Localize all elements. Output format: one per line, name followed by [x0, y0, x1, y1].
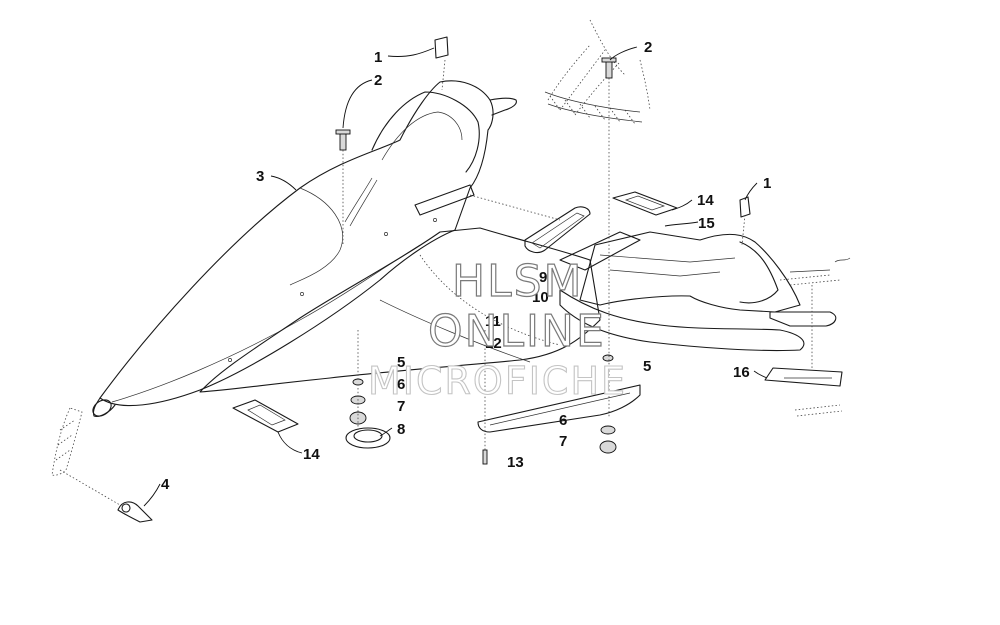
callout-6-left: 6 [397, 376, 405, 393]
callout-2-left: 2 [374, 72, 382, 89]
callout-16: 16 [733, 364, 750, 381]
watermark-line-1: HLSM [452, 256, 584, 307]
callout-8: 8 [397, 421, 405, 438]
callout-5-right: 5 [643, 358, 651, 375]
callout-10: 10 [532, 289, 549, 306]
storage-tray [524, 206, 851, 417]
callout-14-top: 14 [697, 192, 714, 209]
callout-4: 4 [161, 476, 170, 493]
callout-1-right: 1 [763, 175, 771, 192]
callout-3: 3 [256, 168, 264, 185]
callout-7-left: 7 [397, 398, 405, 415]
frame-section [544, 19, 651, 125]
callout-13: 13 [507, 454, 524, 471]
callout-7-right: 7 [559, 433, 567, 450]
callouts: 1 2 2 3 14 1 15 9 10 11 12 5 6 7 8 14 5 … [161, 39, 771, 493]
seat-body [92, 80, 601, 417]
rear-bracket [477, 384, 641, 433]
watermark-line-2: ONLINE [428, 306, 606, 357]
callout-15: 15 [698, 215, 715, 232]
watermark-line-3: MICROFICHE [368, 359, 627, 403]
callout-6-right: 6 [559, 412, 567, 429]
callout-5-left: 5 [397, 354, 405, 371]
callout-14-bottom: 14 [303, 446, 320, 463]
callout-1-top: 1 [374, 49, 382, 66]
callout-2-right: 2 [644, 39, 652, 56]
callout-11: 11 [485, 313, 501, 330]
pads [117, 36, 843, 523]
callout-12: 12 [485, 335, 502, 352]
callout-9: 9 [539, 269, 547, 286]
front-flap [51, 407, 83, 476]
watermark: HLSM ONLINE MICROFICHE [367, 255, 627, 403]
leader-lines [143, 46, 768, 507]
assembly-lines [59, 59, 813, 506]
